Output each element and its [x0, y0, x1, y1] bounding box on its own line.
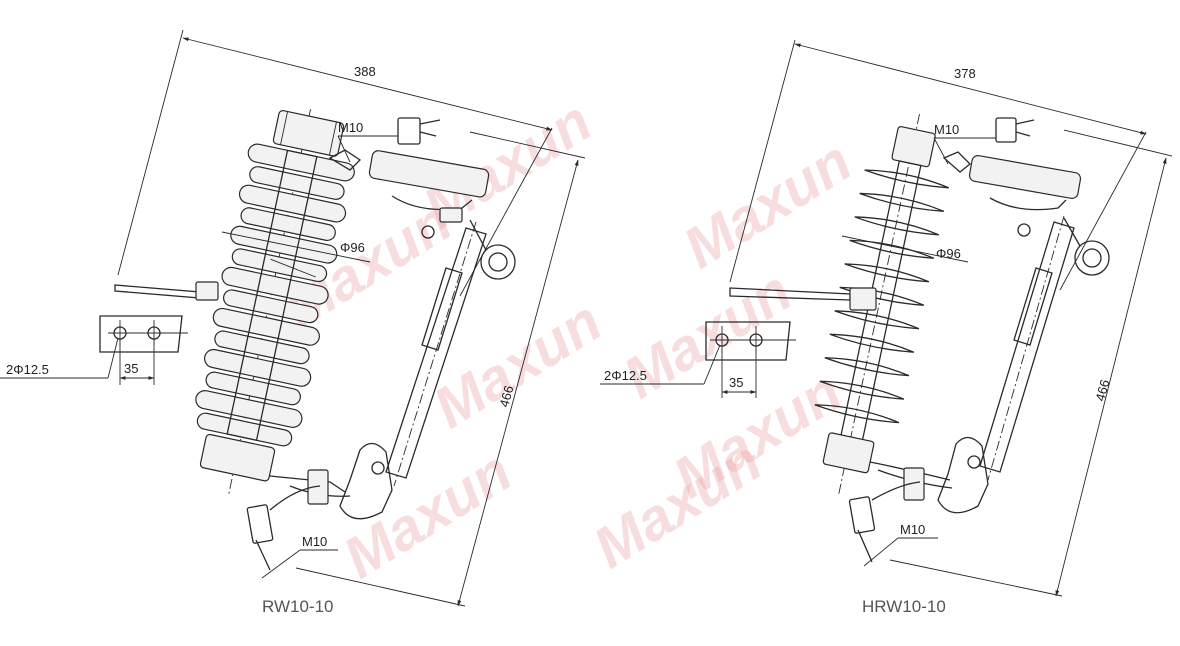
right-mounting: [705, 287, 877, 361]
right-holes-label: 2Φ12.5: [604, 368, 647, 383]
right-leader-top-m10: M10: [933, 122, 996, 165]
right-bottom-contact: [848, 436, 989, 563]
right-top-contact: [942, 117, 1110, 276]
left-holes-label: 2Φ12.5: [6, 362, 49, 377]
right-overall-width-label: 378: [954, 66, 976, 81]
left-hole-spacing-label: 35: [124, 361, 138, 376]
right-hole-spacing-label: 35: [729, 375, 743, 390]
right-caption: HRW10-10: [862, 597, 946, 616]
left-leader-bottom-m10: M10: [261, 534, 338, 579]
left-dim-height: 466: [295, 131, 586, 607]
right-bottom-bolt-label: M10: [900, 522, 925, 537]
left-bottom-contact: [246, 442, 393, 571]
left-top-bolt-label: M10: [338, 120, 363, 135]
right-insulator-diameter-label: Φ96: [936, 246, 961, 261]
left-drawing: 388 466 M10 Φ96 2Φ12.5 35: [0, 29, 586, 616]
right-top-bolt-label: M10: [934, 122, 959, 137]
right-dim-height: 466: [889, 129, 1173, 597]
left-overall-width-label: 388: [354, 64, 376, 79]
right-leader-diameter: Φ96: [841, 235, 969, 263]
right-fuse-tube: [979, 215, 1075, 481]
left-leader-top-m10: M10: [337, 120, 398, 163]
left-caption: RW10-10: [262, 597, 334, 616]
right-leader-holes: 2Φ12.5 35: [600, 344, 757, 398]
left-insulator-diameter-label: Φ96: [340, 240, 365, 255]
right-overall-height-label: 466: [1092, 378, 1112, 403]
right-insulator: [814, 114, 950, 496]
right-leader-bottom-m10: M10: [863, 522, 938, 567]
left-mounting: [99, 281, 219, 353]
left-leader-holes: 2Φ12.5 35: [0, 337, 155, 385]
right-drawing: 378 466 M10 Φ96 2Φ12.5 35: [600, 39, 1173, 616]
watermark-4: Maxun: [332, 439, 522, 591]
left-bottom-bolt-label: M10: [302, 534, 327, 549]
left-overall-height-label: 466: [496, 384, 516, 409]
watermark-3: Maxun: [422, 289, 612, 441]
left-leader-diameter: Φ96: [221, 231, 371, 263]
